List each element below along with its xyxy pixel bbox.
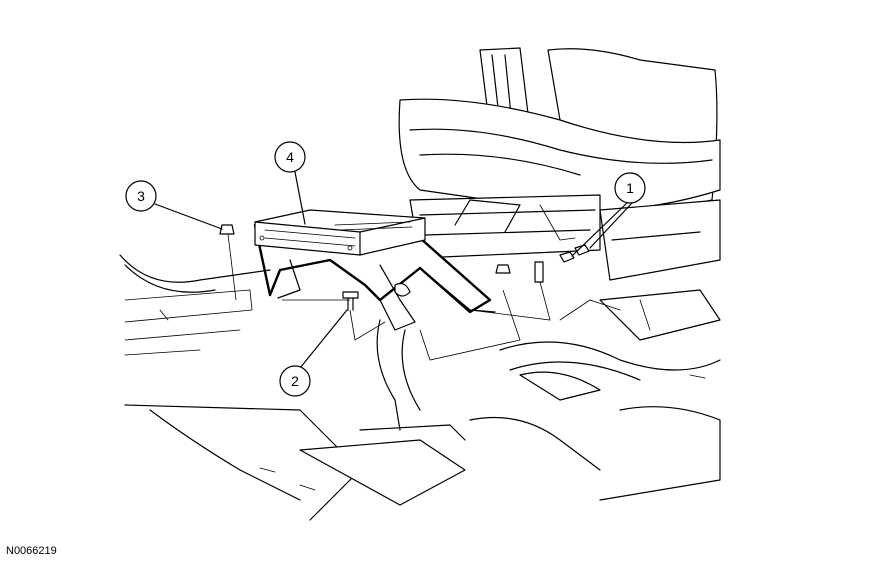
alignment-lines [227,233,551,361]
pins-1 [559,244,590,263]
leader-2 [299,309,348,369]
floor-right [469,289,721,501]
callout-4: 4 [274,141,306,173]
leader-lines [154,171,633,369]
leader-1b [589,202,633,249]
svg-text:3: 3 [137,188,145,204]
floor-center [124,319,466,521]
callout-2: 2 [279,365,311,397]
svg-text:4: 4 [286,149,294,165]
svg-text:1: 1 [626,180,634,196]
leader-1a [571,201,629,257]
bolt-2 [342,291,359,311]
leader-4 [294,171,306,225]
figure-reference-code: N0066219 [6,545,57,557]
seat-frame [409,194,601,259]
floor-left [119,254,271,356]
callout-1: 1 [614,172,646,204]
nut-rear [495,261,544,283]
leader-3 [154,203,223,230]
svg-text:2: 2 [291,373,299,389]
nut-3 [219,224,235,235]
callout-3: 3 [125,180,157,212]
electronic-module [254,209,426,256]
